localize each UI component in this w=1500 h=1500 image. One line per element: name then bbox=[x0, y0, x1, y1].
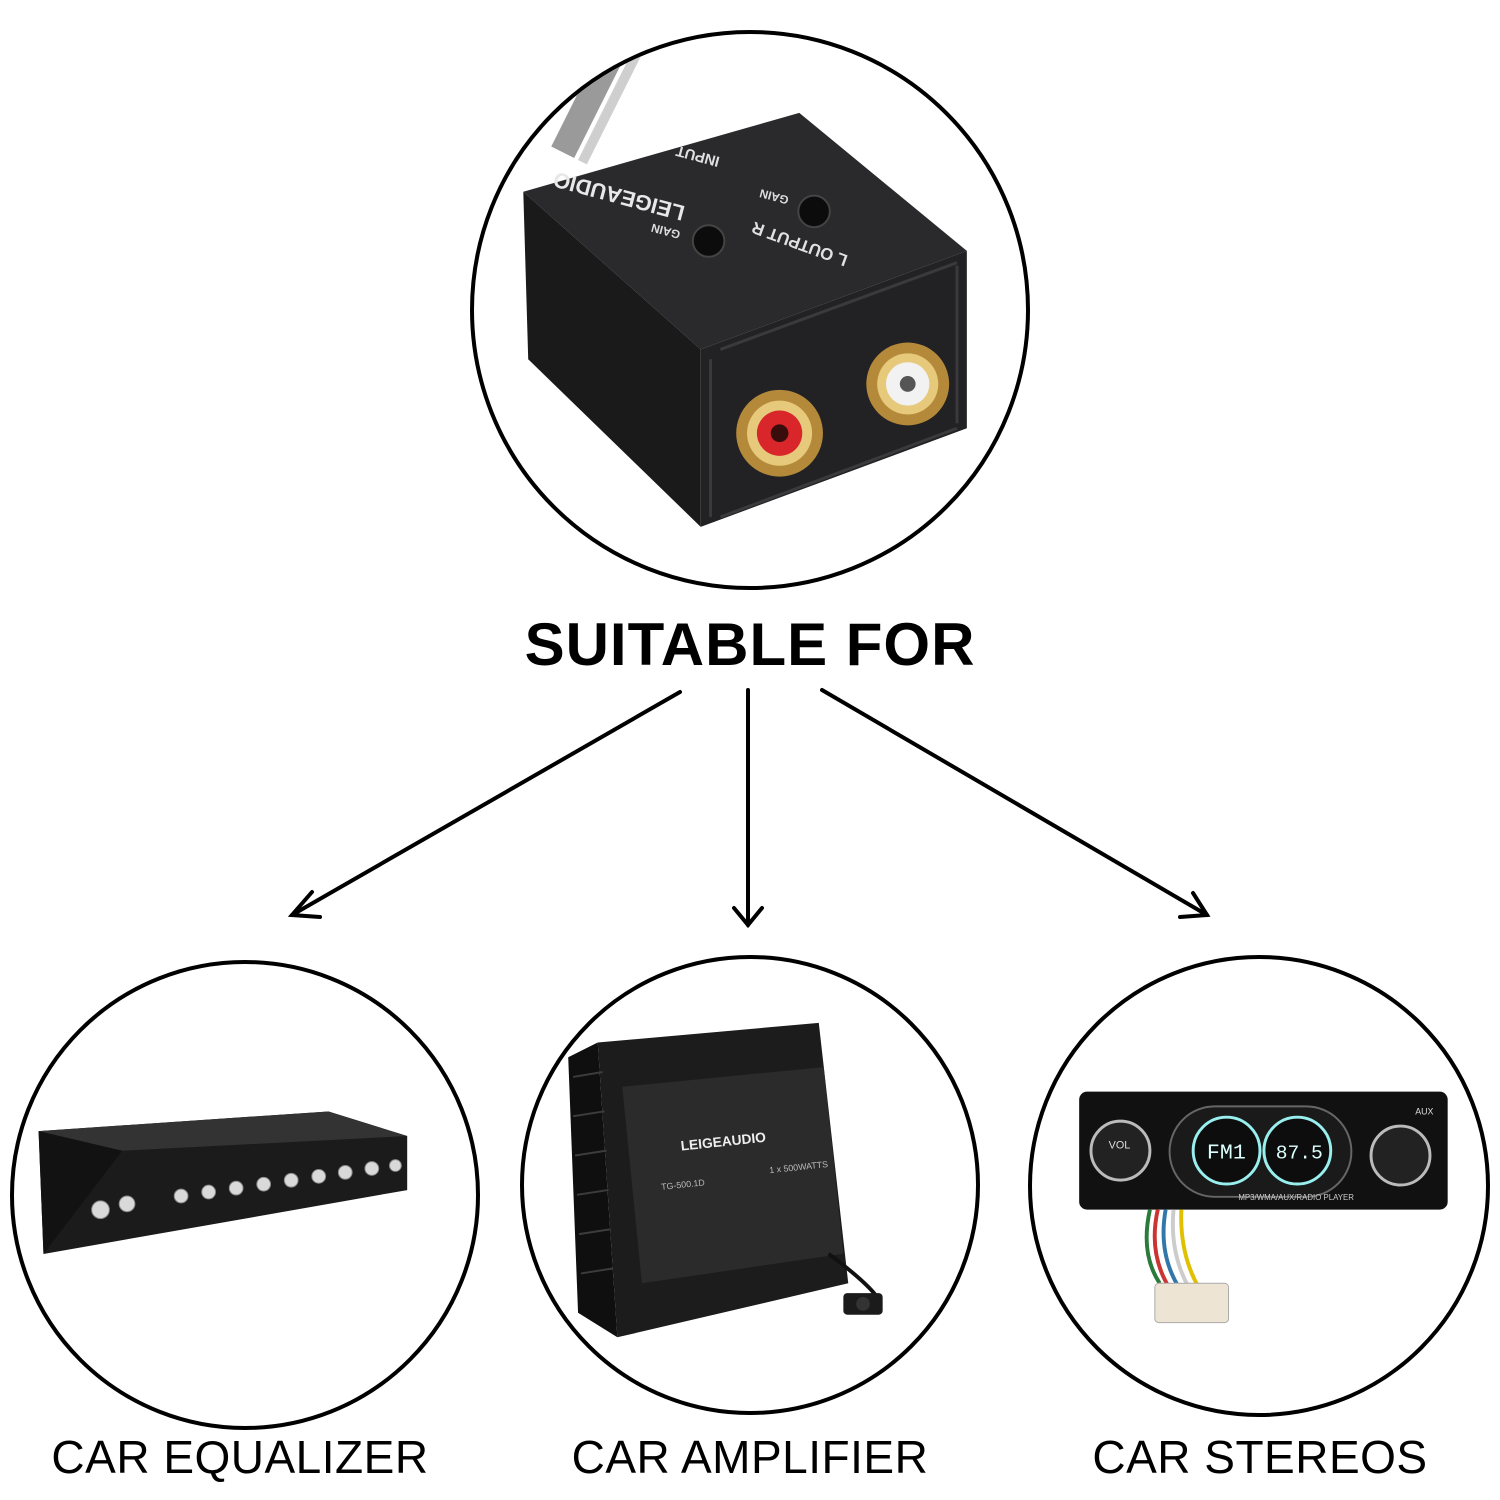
stereo-left-display: FM1 bbox=[1207, 1141, 1246, 1165]
amplifier-icon: LEIGEAUDIO TG-500.1D 1 x 500WATTS bbox=[568, 1022, 883, 1338]
vol-label: VOL bbox=[1109, 1140, 1131, 1152]
car-stereo-icon: VOL FM1 87.5 AUX MP3/WMA/AUX/RADIO PLAYE… bbox=[1079, 1091, 1448, 1324]
arrow-to-stereo bbox=[820, 688, 1209, 917]
amp-model-label: TG-500.1D bbox=[661, 1177, 705, 1192]
suitable-for-heading: SUITABLE FOR bbox=[524, 611, 976, 678]
product-photo-circle: LEIGEAUDIO INPUT L OUTPUT R GAIN GAIN bbox=[470, 30, 1030, 590]
equalizer-icon bbox=[38, 1111, 408, 1254]
stereo-footer-label: MP3/WMA/AUX/RADIO PLAYER bbox=[1238, 1193, 1354, 1202]
gain-knob-right bbox=[797, 194, 831, 229]
amplifier-circle: LEIGEAUDIO TG-500.1D 1 x 500WATTS bbox=[520, 955, 980, 1415]
caption-car-stereos: CAR STEREOS bbox=[1092, 1431, 1428, 1483]
arrowhead-amplifier-icon bbox=[732, 906, 764, 929]
rca-jack-red bbox=[736, 389, 823, 477]
car-stereo-circle: VOL FM1 87.5 AUX MP3/WMA/AUX/RADIO PLAYE… bbox=[1028, 955, 1490, 1417]
arrowhead-equalizer-icon bbox=[287, 890, 322, 919]
stereo-right-display: 87.5 bbox=[1276, 1142, 1323, 1164]
equalizer-circle bbox=[10, 960, 480, 1430]
arrow-to-equalizer bbox=[290, 690, 682, 917]
aux-label: AUX bbox=[1415, 1106, 1433, 1116]
caption-car-amplifier: CAR AMPLIFIER bbox=[571, 1431, 929, 1483]
rca-jack-white bbox=[866, 342, 950, 426]
line-output-converter-image: LEIGEAUDIO INPUT L OUTPUT R GAIN GAIN bbox=[523, 47, 967, 527]
arrowhead-stereo-icon bbox=[1178, 891, 1211, 919]
gain-knob-left bbox=[691, 224, 726, 258]
caption-car-equalizer: CAR EQUALIZER bbox=[51, 1431, 429, 1483]
